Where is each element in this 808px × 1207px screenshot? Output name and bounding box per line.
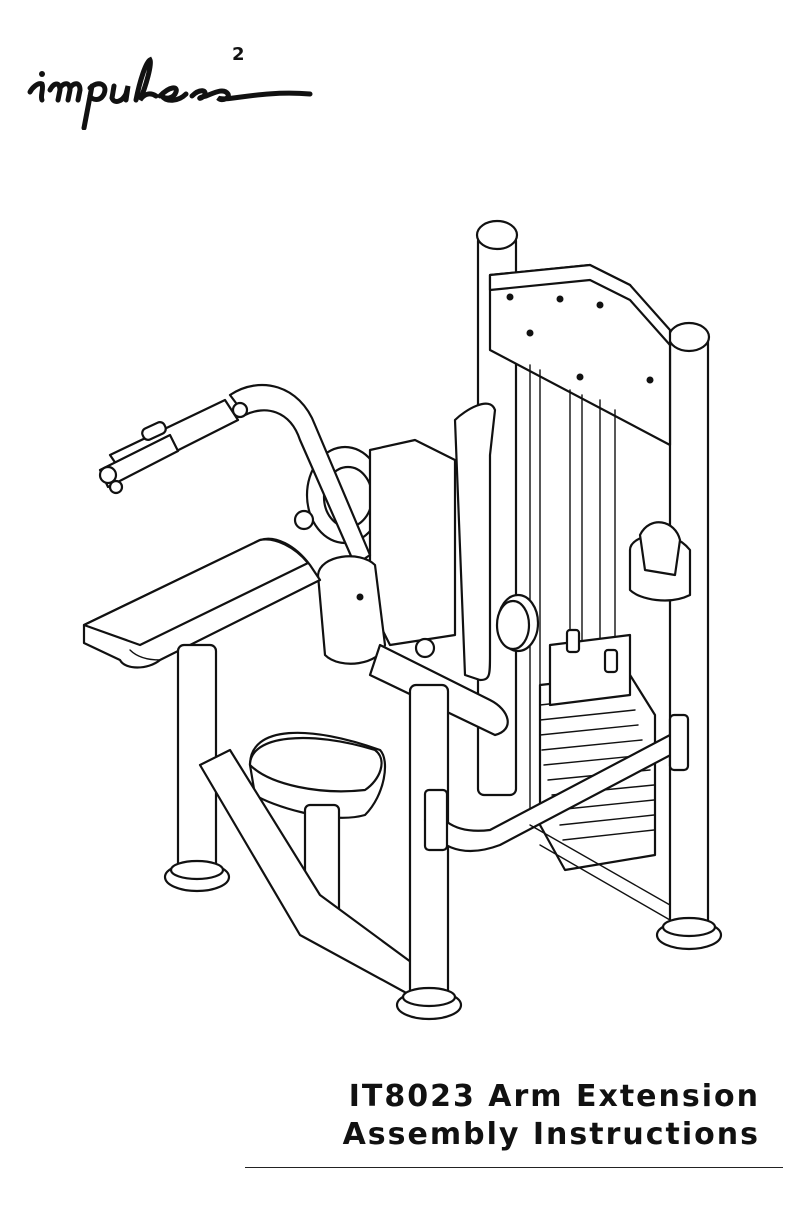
title-line-2: Assembly Instructions [343, 1116, 760, 1154]
logo-superscript: 2 [232, 44, 245, 65]
machine-illustration [70, 205, 740, 1035]
impulse-logo: 2 [20, 30, 320, 130]
arm-extension-machine-icon [70, 205, 740, 1035]
impulse-logo-icon: 2 [20, 30, 320, 130]
document-title: IT8023 Arm Extension Assembly Instructio… [343, 1078, 760, 1154]
title-line-1: IT8023 Arm Extension [343, 1078, 760, 1116]
title-divider [245, 1167, 783, 1168]
